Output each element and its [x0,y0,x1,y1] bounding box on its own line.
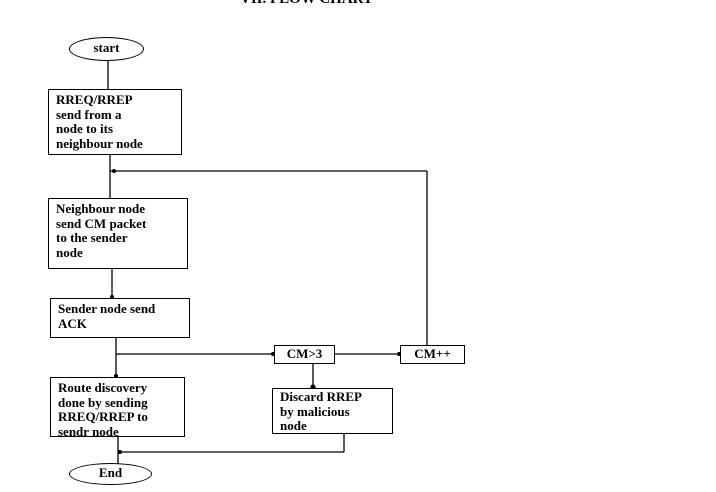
discard-rrep-process: Discard RREP by malicious node [272,388,393,434]
page-title: VII. FLOW CHART [240,0,440,8]
cm-increment-box: CM++ [400,345,465,364]
route-discovery-process: Route discovery done by sending RREQ/RRE… [50,377,185,438]
end-label: End [98,465,123,480]
end-terminal: End [69,463,152,485]
sender-ack-process: Sender node send ACK [50,298,190,338]
start-label: start [93,40,120,55]
start-terminal: start [69,37,144,61]
neighbour-send-cm-process: Neighbour node send CM packet to the sen… [48,198,188,269]
cm-check-box: CM>3 [274,345,335,364]
rreq-send-process: RREQ/RREP send from a node to its neighb… [48,89,182,155]
